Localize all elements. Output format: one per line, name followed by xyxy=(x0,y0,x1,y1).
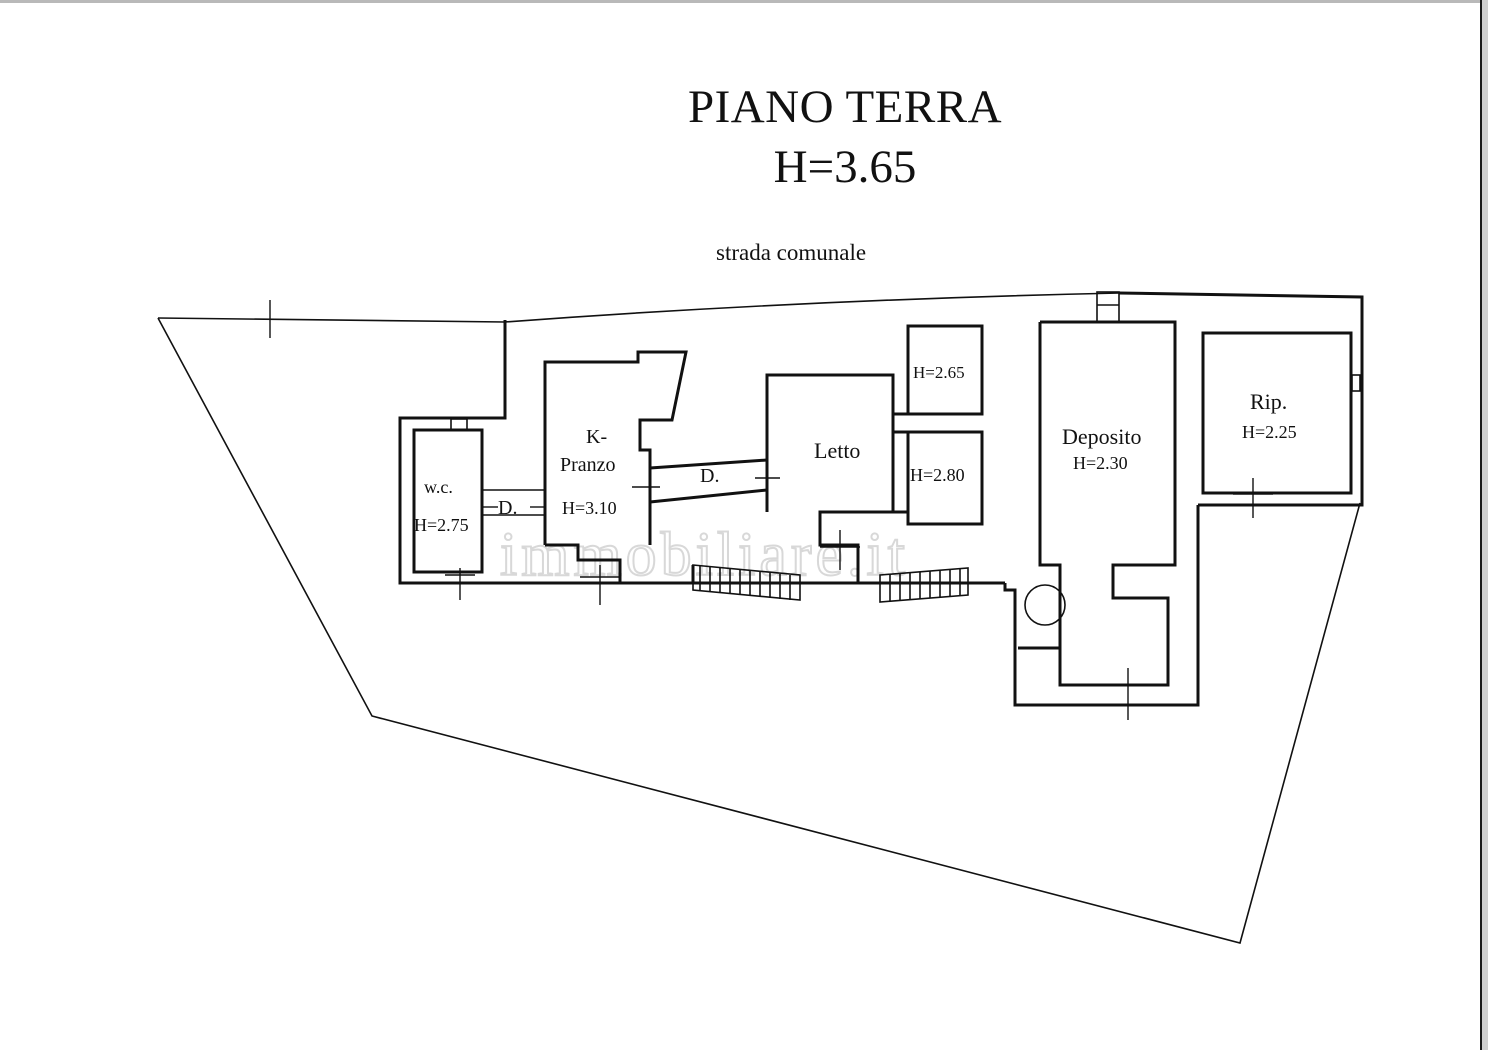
room-labels: w.c. H=2.75 D. K- Pranzo H=3.10 D. Letto… xyxy=(414,363,1297,535)
door-markers xyxy=(482,477,780,508)
room-wc-label: w.c. xyxy=(424,477,453,497)
room-wc-height: H=2.75 xyxy=(414,515,469,535)
room-kitchen-height: H=3.10 xyxy=(562,498,617,518)
stairs-right xyxy=(879,567,969,603)
watermark: immobiliare.it xyxy=(500,521,909,589)
scan-edge-right xyxy=(1482,0,1488,1050)
room-letto-label: Letto xyxy=(814,438,860,463)
room-small-upper-height: H=2.65 xyxy=(913,363,965,382)
stairs-left xyxy=(691,564,801,601)
corridor-letto-label: D. xyxy=(700,465,719,487)
room-rip-label: Rip. xyxy=(1250,389,1287,414)
plan-title: PIANO TERRA xyxy=(687,81,1003,133)
room-kitchen-label: K- xyxy=(586,426,607,448)
street-label: strada comunale xyxy=(716,240,867,265)
property-boundary xyxy=(157,292,1361,944)
room-rip-height: H=2.25 xyxy=(1242,422,1297,442)
scan-edge-top xyxy=(0,0,1488,3)
corridor-wc-label: D. xyxy=(498,497,517,519)
plan-height: H=3.65 xyxy=(773,141,917,193)
building-walls xyxy=(398,291,1364,720)
room-kitchen-label-2: Pranzo xyxy=(560,454,616,476)
room-small-lower-height: H=2.80 xyxy=(910,465,965,485)
room-deposito-height: H=2.30 xyxy=(1073,453,1128,473)
scan-edge-right-line xyxy=(1480,0,1482,1050)
room-deposito-label: Deposito xyxy=(1062,424,1141,449)
